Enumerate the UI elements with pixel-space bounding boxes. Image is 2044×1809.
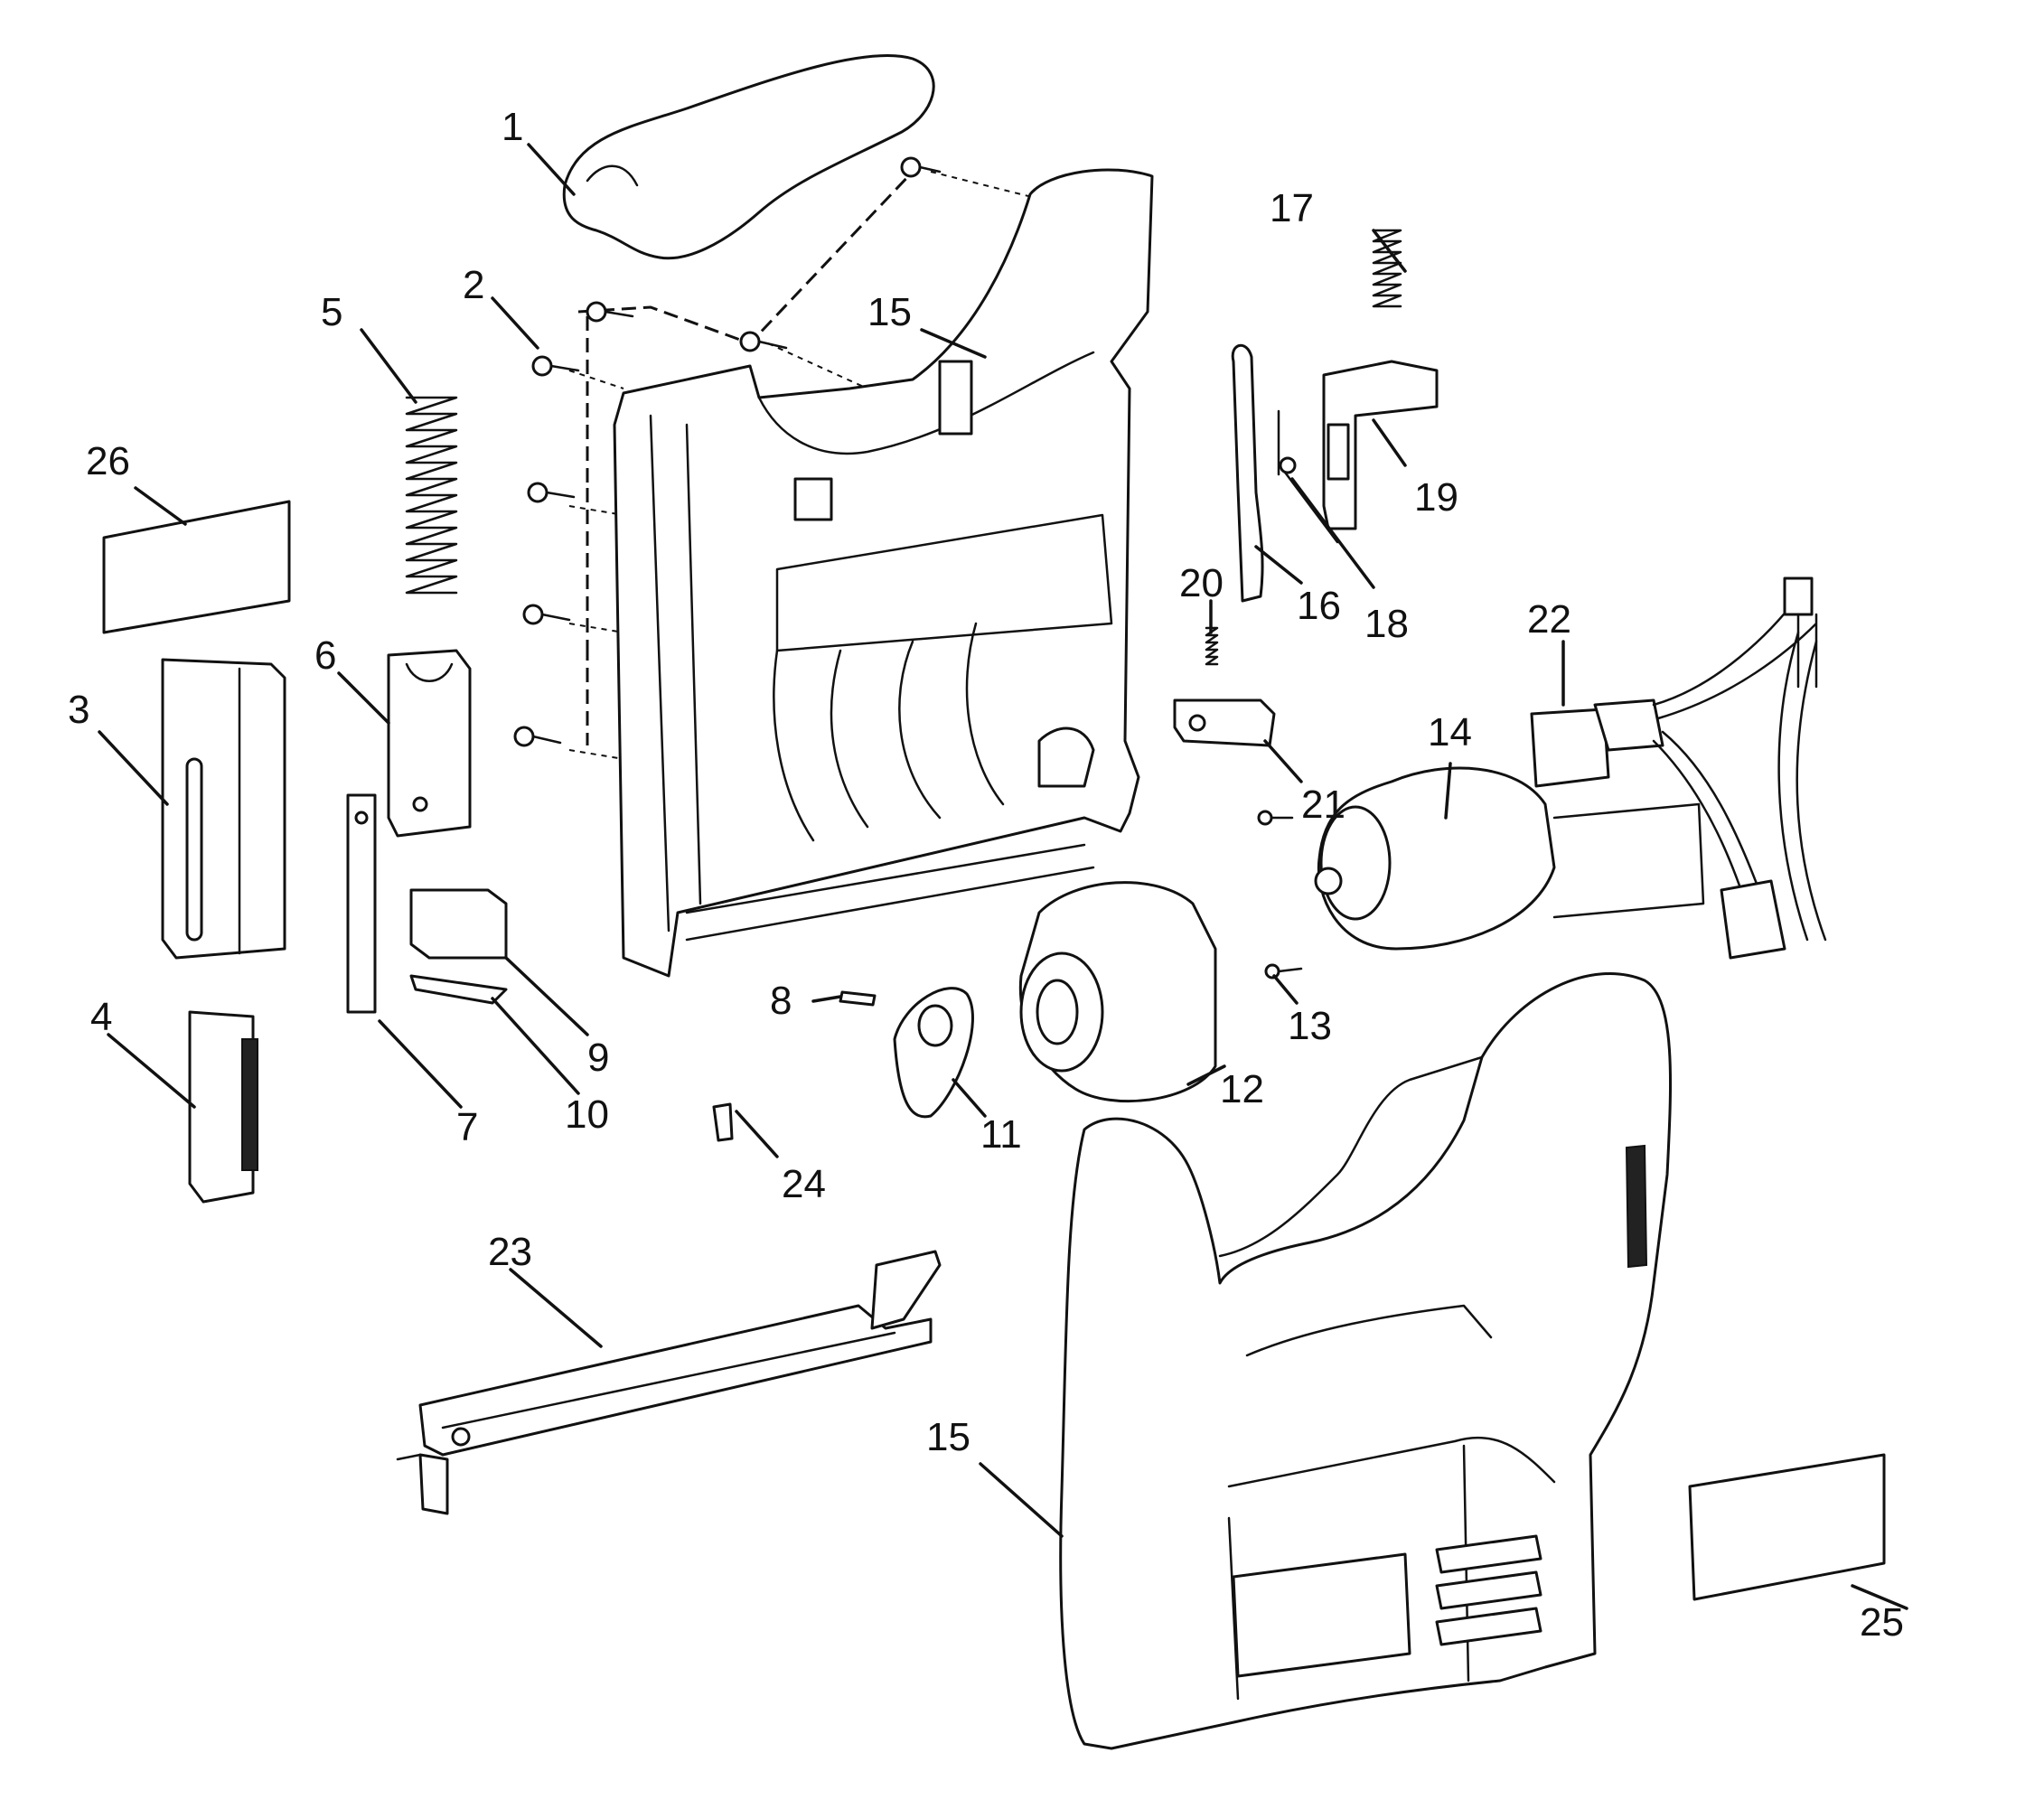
callout-labels: 1 2 5 26 3 4 6 7 8 9 10 11 12 13 14 15 1… xyxy=(68,105,1904,1645)
part-26-label xyxy=(102,500,291,634)
callout-7: 7 xyxy=(456,1105,478,1149)
part-22-switch-wiring xyxy=(1530,576,1827,960)
part-8-pin xyxy=(839,990,877,1007)
callout-14: 14 xyxy=(1428,710,1472,755)
part-1-handle-grip xyxy=(562,53,935,260)
callout-3: 3 xyxy=(68,688,89,732)
part-10-wedge xyxy=(409,974,508,1005)
callout-12: 12 xyxy=(1220,1067,1264,1111)
part-15-outer-housing xyxy=(1059,972,1673,1750)
callout-18: 18 xyxy=(1364,602,1409,646)
callout-15-bottom: 15 xyxy=(926,1415,970,1459)
part-14-motor xyxy=(1314,766,1705,951)
part-4-bracket xyxy=(188,1010,258,1204)
part-6-guide-block xyxy=(387,649,472,838)
part-23-pusher-rail xyxy=(396,1250,942,1515)
callout-22: 22 xyxy=(1527,597,1571,642)
part-20-small-spring xyxy=(1205,626,1219,666)
part-16-trigger-lever xyxy=(1231,344,1264,603)
callout-16: 16 xyxy=(1297,584,1341,628)
part-24-clip xyxy=(712,1102,734,1142)
part-15-frame-housing xyxy=(613,168,1154,978)
callout-25: 25 xyxy=(1860,1600,1904,1645)
callout-24: 24 xyxy=(782,1162,826,1206)
callout-2: 2 xyxy=(463,263,484,307)
part-25-label xyxy=(1688,1453,1886,1601)
part-3-magazine-channel xyxy=(161,658,286,960)
callout-1: 1 xyxy=(502,105,523,149)
leader-lines xyxy=(98,143,1908,1610)
callout-26: 26 xyxy=(86,439,130,483)
callout-23: 23 xyxy=(488,1230,532,1274)
part-7-driver-blade xyxy=(346,793,377,1014)
part-5-spring xyxy=(405,396,458,595)
callout-17: 17 xyxy=(1270,186,1314,230)
callout-11: 11 xyxy=(980,1112,1022,1157)
part-17-spring xyxy=(1372,229,1402,308)
callout-6: 6 xyxy=(314,633,336,678)
callout-9: 9 xyxy=(587,1036,609,1080)
callout-20: 20 xyxy=(1179,561,1224,605)
callout-8: 8 xyxy=(770,979,792,1023)
part-19-switch-bracket xyxy=(1322,360,1439,530)
callout-19: 19 xyxy=(1414,475,1458,520)
part-2-screws xyxy=(513,156,1040,760)
callout-10: 10 xyxy=(565,1092,609,1137)
part-21-switch-actuator xyxy=(1173,698,1276,747)
part-11-cam xyxy=(893,987,974,1119)
callout-21: 21 xyxy=(1301,783,1345,827)
callout-13: 13 xyxy=(1288,1004,1332,1048)
callout-4: 4 xyxy=(90,995,112,1039)
callout-15-top: 15 xyxy=(867,290,912,334)
part-18-pin xyxy=(1277,409,1339,544)
part-12-gear-housing xyxy=(1018,881,1217,1103)
part-13-screws xyxy=(1257,810,1303,979)
part-9-block xyxy=(409,888,508,960)
callout-5: 5 xyxy=(321,290,342,334)
